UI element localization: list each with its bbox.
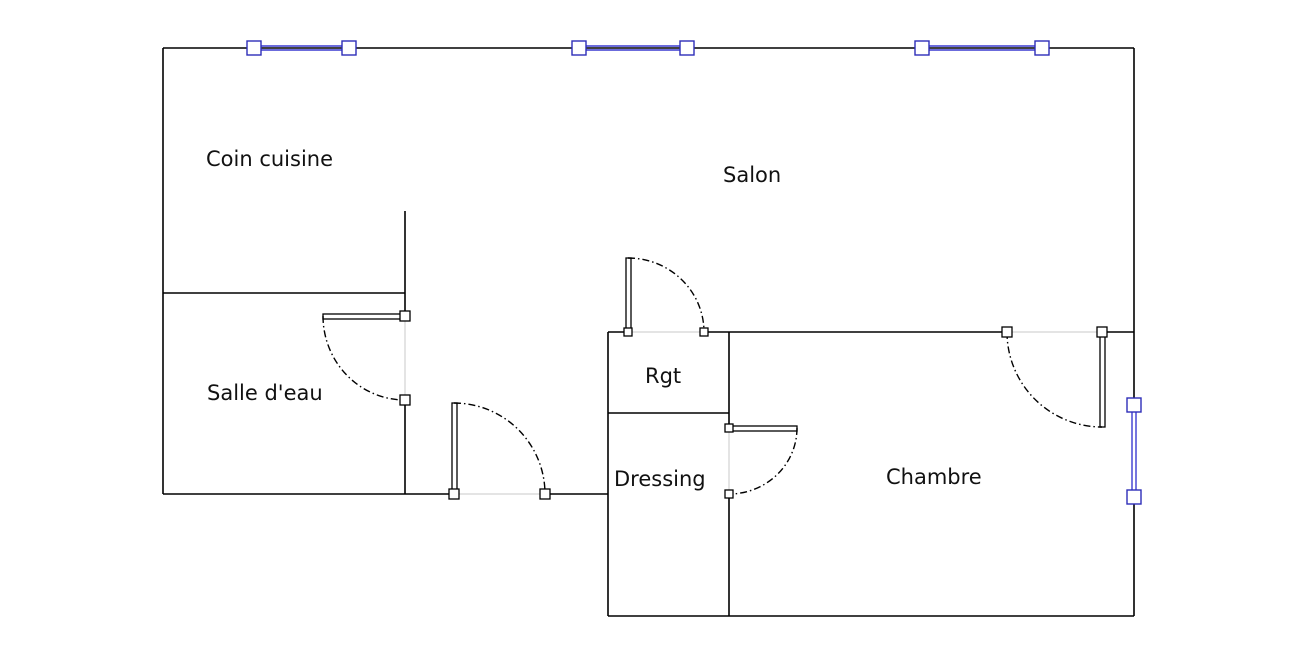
entry-door-leaf — [451, 402, 458, 495]
storage-door-leaf — [625, 257, 632, 333]
bedroom-door-end-handle[interactable] — [1096, 326, 1108, 338]
window-1-right-handle[interactable] — [341, 40, 357, 56]
door-openings — [404, 316, 1102, 495]
bathroom-door-end-handle[interactable] — [399, 394, 411, 406]
dressing-door-leaf — [728, 425, 798, 432]
window-2-left-handle[interactable] — [571, 40, 587, 56]
window-3-left-handle[interactable] — [914, 40, 930, 56]
window-2[interactable] — [571, 40, 695, 56]
entry-door-swing — [453, 402, 546, 495]
window-3[interactable] — [914, 40, 1050, 56]
bedroom-door[interactable] — [1001, 326, 1108, 428]
entry-door-end-handle[interactable] — [539, 488, 551, 500]
dressing-door[interactable] — [724, 423, 798, 499]
walls — [162, 47, 1135, 617]
storage-door-end-handle[interactable] — [699, 327, 709, 337]
room-label-salle-deau: Salle d'eau — [207, 381, 323, 405]
window-4-bottom-handle[interactable] — [1126, 489, 1142, 505]
dressing-door-end-handle[interactable] — [724, 489, 734, 499]
window-3-right-handle[interactable] — [1034, 40, 1050, 56]
room-label-chambre: Chambre — [886, 465, 982, 489]
bedroom-door-leaf — [1099, 331, 1106, 428]
window-1[interactable] — [246, 40, 357, 56]
bathroom-door-swing — [322, 315, 406, 401]
entry-door[interactable] — [448, 402, 551, 500]
window-4[interactable] — [1126, 397, 1142, 505]
room-label-dressing: Dressing — [614, 467, 706, 491]
bathroom-door[interactable] — [322, 310, 411, 406]
window-1-left-handle[interactable] — [246, 40, 262, 56]
storage-door[interactable] — [623, 257, 709, 337]
room-label-salon: Salon — [723, 163, 781, 187]
window-2-right-handle[interactable] — [679, 40, 695, 56]
storage-door-swing — [627, 257, 705, 333]
room-label-coin-cuisine: Coin cuisine — [206, 147, 333, 171]
storage-door-hinge-handle[interactable] — [623, 327, 633, 337]
bathroom-door-hinge-handle[interactable] — [399, 310, 411, 322]
bedroom-door-swing — [1006, 331, 1103, 428]
entry-door-hinge-handle[interactable] — [448, 488, 460, 500]
room-label-rgt: Rgt — [645, 364, 681, 388]
window-4-top-handle[interactable] — [1126, 397, 1142, 413]
bathroom-door-leaf — [322, 313, 406, 320]
dressing-door-hinge-handle[interactable] — [724, 423, 734, 433]
dressing-door-swing — [728, 427, 798, 495]
room-labels: Coin cuisine Salon Salle d'eau Rgt Dress… — [206, 147, 982, 491]
bedroom-door-hinge-handle[interactable] — [1001, 326, 1013, 338]
